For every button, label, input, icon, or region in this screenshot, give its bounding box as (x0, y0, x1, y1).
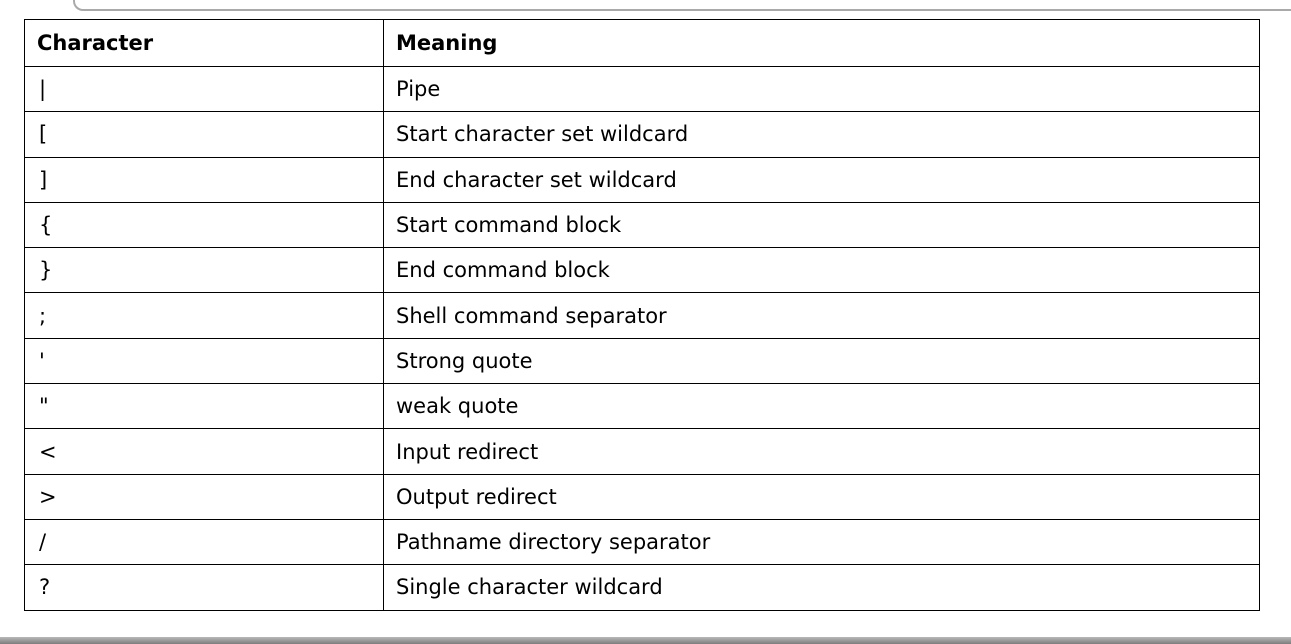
column-header-character: Character (24, 19, 384, 67)
character-cell: > (24, 473, 384, 520)
meaning-cell: Output redirect (383, 473, 1260, 520)
character-cell: ; (24, 292, 384, 339)
character-cell: ] (24, 156, 384, 203)
meaning-cell: Start command block (383, 201, 1260, 249)
meaning-cell: Pathname directory separator (383, 518, 1260, 566)
character-cell: < (24, 428, 384, 475)
character-cell: / (24, 518, 384, 566)
table-row: / Pathname directory separator (24, 518, 1260, 566)
meaning-cell: End command block (383, 247, 1260, 294)
special-characters-table: Character Meaning | Pipe [ Start charact… (24, 19, 1260, 611)
table-row: " weak quote (24, 383, 1260, 430)
meaning-cell: Single character wildcard (383, 564, 1260, 611)
meaning-cell: Strong quote (383, 337, 1260, 385)
table-row: ] End character set wildcard (24, 156, 1260, 203)
meaning-cell: Input redirect (383, 428, 1260, 475)
table-row: [ Start character set wildcard (24, 111, 1260, 158)
table-row: ; Shell command separator (24, 292, 1260, 339)
table-row: ' Strong quote (24, 337, 1260, 385)
character-cell: } (24, 247, 384, 294)
table-row: { Start command block (24, 201, 1260, 249)
character-cell: [ (24, 111, 384, 158)
character-cell: ' (24, 337, 384, 385)
bottom-border-bar (0, 637, 1291, 644)
table-row: > Output redirect (24, 473, 1260, 520)
table-row: } End command block (24, 247, 1260, 294)
table-row: ? Single character wildcard (24, 564, 1260, 611)
character-cell: ? (24, 564, 384, 611)
top-border-line (73, 0, 1291, 11)
table-row: | Pipe (24, 65, 1260, 113)
column-header-meaning: Meaning (383, 19, 1260, 67)
character-cell: { (24, 201, 384, 249)
meaning-cell: Shell command separator (383, 292, 1260, 339)
meaning-cell: Pipe (383, 65, 1260, 113)
character-cell: | (24, 65, 384, 113)
meaning-cell: weak quote (383, 383, 1260, 430)
meaning-cell: End character set wildcard (383, 156, 1260, 203)
character-cell: " (24, 383, 384, 430)
table-row: < Input redirect (24, 428, 1260, 475)
table-header-row: Character Meaning (24, 19, 1260, 67)
meaning-cell: Start character set wildcard (383, 111, 1260, 158)
